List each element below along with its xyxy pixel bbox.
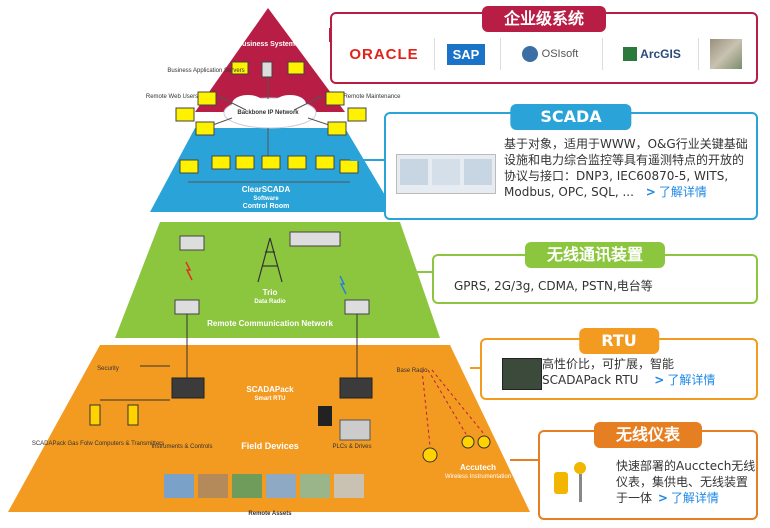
label-base-radio: Base Radio	[396, 368, 428, 374]
instrument-device-image	[554, 462, 594, 502]
lightning-icon	[339, 275, 347, 295]
control-room-layer	[150, 128, 395, 212]
label-clearscada-sub: Software	[253, 196, 279, 202]
label-remote-web-users: Remote Web Users	[146, 94, 198, 100]
scadapack-rtu-left	[171, 377, 205, 399]
transmitter-icon	[89, 404, 101, 426]
control-room-monitors	[179, 155, 359, 174]
instrument-title: 无线仪表	[593, 422, 703, 448]
scada-more-link[interactable]: >了解详情	[645, 185, 707, 199]
remote-radio-mid-right	[344, 299, 370, 315]
rtu-device-image	[502, 358, 542, 390]
rtu-panel: RTU 高性价比，可扩展，智能 SCADAPack RTU >了解详情	[480, 328, 758, 400]
field-lines	[100, 314, 358, 401]
wireless-links	[421, 369, 485, 447]
rtu-title: RTU	[579, 328, 659, 354]
remote-radio-mid-left	[174, 299, 200, 315]
osisoft-logo: OSIsoft	[508, 36, 592, 72]
map-thumbnail	[706, 36, 746, 72]
enterprise-panel: 企业级系统 ORACLE SAP OSIsoft ArcGIS	[330, 6, 758, 84]
drive-icon	[339, 419, 371, 441]
chevron-right-icon: >	[645, 185, 656, 199]
lightning-icon	[185, 261, 193, 281]
wireless-description: GPRS, 2G/3g, CDMA, PSTN,电台等	[454, 279, 653, 293]
enterprise-title: 企业级系统	[481, 6, 607, 32]
remote-assets-photos	[164, 474, 364, 498]
oracle-logo: ORACLE	[349, 45, 419, 63]
trio-radio-box	[289, 231, 341, 247]
scada-title: SCADA	[510, 104, 632, 130]
label-accutech-sub: Wireless Instrumentation	[445, 474, 511, 480]
chevron-right-icon: >	[657, 491, 668, 505]
label-trio: Trio	[263, 288, 278, 297]
instrument-panel: 无线仪表 快速部署的Aucctech无线仪表，集供电、无线装置于一体 >了解详情	[538, 422, 758, 520]
network-lines	[188, 72, 350, 183]
label-accutech: Accutech	[460, 463, 496, 472]
label-plcs-drives: PLCs & Drives	[332, 444, 371, 450]
label-business-app-servers: Business Application Servers	[167, 68, 244, 74]
label-field-devices: Field Devices	[241, 441, 299, 451]
label-trio-sub: Data Radio	[254, 299, 286, 305]
instrument-more-link[interactable]: >了解详情	[657, 491, 719, 505]
arcgis-logo: ArcGIS	[612, 36, 692, 72]
label-control-room: Control Room	[243, 203, 290, 210]
remote-radio-left	[179, 235, 205, 251]
plc-icon	[318, 406, 332, 426]
sap-logo: SAP	[444, 36, 488, 72]
label-instruments-controls: Instruments & Controls	[151, 444, 212, 450]
panel-connectors	[329, 28, 538, 461]
wireless-title: 无线通讯装置	[524, 242, 666, 268]
rtu-description: 高性价比，可扩展，智能 SCADAPack RTU >了解详情	[542, 357, 716, 387]
wireless-instrument-icons	[422, 435, 491, 463]
label-clearscada: ClearSCADA	[242, 185, 291, 194]
business-layer	[195, 8, 345, 112]
field-layer	[8, 345, 530, 512]
radio-tower-icon	[257, 237, 283, 283]
rtu-more-link[interactable]: >了解详情	[654, 373, 716, 387]
scada-description: 基于对象，适用于WWW，O&G行业关键基础设施和电力综合监控等具有遥测特点的开放…	[504, 137, 748, 199]
scada-panel: SCADA 基于对象，适用于WWW，O&G行业关键基础设施和电力综合监控等具有遥…	[384, 104, 758, 220]
label-remote-assets: Remote Assets	[248, 511, 292, 517]
instrument-description: 快速部署的Aucctech无线仪表，集供电、无线装置于一体 >了解详情	[616, 459, 756, 505]
wireless-panel: 无线通讯装置 GPRS, 2G/3g, CDMA, PSTN,电台等	[432, 242, 758, 304]
transmitter-icon	[127, 404, 139, 426]
remote-user-monitors	[175, 91, 367, 136]
chevron-right-icon: >	[654, 373, 665, 387]
business-server-monitors	[231, 61, 305, 78]
label-scadapack: SCADAPack	[246, 385, 294, 394]
label-security: Security	[97, 366, 119, 372]
scada-screenshot	[396, 154, 496, 194]
label-remote-maintenance: Remote Maintenance	[343, 94, 401, 100]
label-backbone: Backbone IP Network	[237, 110, 299, 116]
scadapack-rtu-right	[339, 377, 373, 399]
label-business-systems: Business Systems	[237, 41, 299, 48]
label-gas-flow: SCADAPack Gas Folw Computers & Transmitt…	[32, 441, 164, 447]
label-scadapack-sub: Smart RTU	[254, 396, 285, 402]
label-remote-comm: Remote Communication Network	[207, 319, 333, 328]
backbone-cloud	[223, 95, 317, 129]
